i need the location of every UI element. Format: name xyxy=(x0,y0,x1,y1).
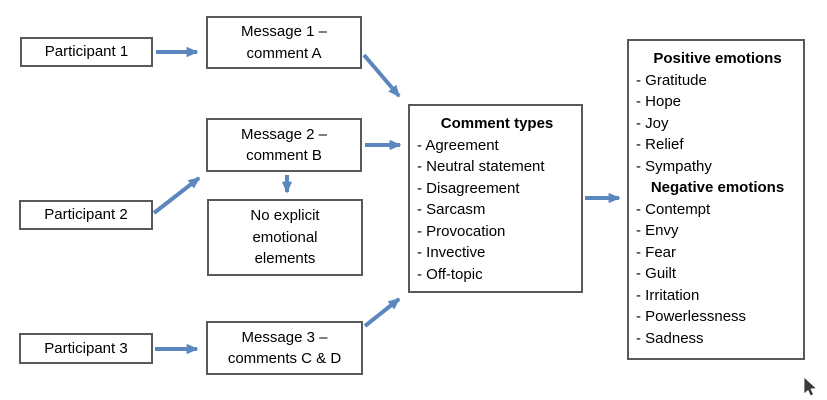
comment-types-box: Comment types - Agreement - Neutral stat… xyxy=(408,104,583,293)
no-emotion-line2: emotional xyxy=(252,228,318,246)
comment-type-item: - Agreement xyxy=(417,136,499,154)
mouse-cursor-icon xyxy=(803,376,818,397)
comment-type-item: - Provocation xyxy=(417,222,506,240)
participant-3-label: Participant 3 xyxy=(44,339,128,357)
positive-emotions-title: Positive emotions xyxy=(653,50,782,67)
comment-types-title: Comment types xyxy=(440,115,554,132)
negative-emotion-item: - Sadness xyxy=(636,329,704,347)
arrow-message3-to-comment-types xyxy=(363,297,401,328)
participant-2-box: Participant 2 xyxy=(19,200,153,230)
comment-type-item: - Off-topic xyxy=(417,265,483,283)
positive-emotion-item: - Joy xyxy=(636,114,669,132)
negative-emotion-item: - Contempt xyxy=(636,200,711,218)
participant-1-box: Participant 1 xyxy=(20,37,153,67)
comment-type-item: - Sarcasm xyxy=(417,201,486,218)
message-3-line2: comments C & D xyxy=(227,350,342,367)
participant-1-label: Participant 1 xyxy=(44,43,129,61)
comment-type-item: - Invective xyxy=(417,244,486,261)
positive-emotion-item: - Gratitude xyxy=(636,71,707,89)
message-1-line1: Message 1 – xyxy=(241,23,327,40)
positive-emotion-item: - Hope xyxy=(636,93,682,110)
negative-emotions-title: Negative emotions xyxy=(650,179,785,196)
negative-emotion-item: - Guilt xyxy=(636,265,677,282)
message-3-box: Message 3 – comments C & D xyxy=(206,321,363,375)
arrow-message1-to-comment-types xyxy=(362,53,401,98)
comment-type-item: - Disagreement xyxy=(417,179,520,197)
emotions-box: Positive emotions - Gratitude - Hope - J… xyxy=(627,39,805,360)
participant-2-label: Participant 2 xyxy=(44,206,128,224)
negative-emotion-item: - Envy xyxy=(636,222,679,239)
positive-emotion-item: - Relief xyxy=(636,136,684,153)
positive-emotion-item: - Sympathy xyxy=(636,157,712,175)
comment-type-item: - Neutral statement xyxy=(417,158,545,175)
negative-emotion-item: - Fear xyxy=(636,243,677,261)
participant-3-box: Participant 3 xyxy=(19,333,153,364)
no-emotion-line3: elements xyxy=(254,250,316,268)
negative-emotion-item: - Powerlessness xyxy=(636,308,747,325)
negative-emotion-item: - Irritation xyxy=(636,286,700,304)
no-emotion-box: No explicit emotional elements xyxy=(207,199,363,276)
message-2-box: Message 2 – comment B xyxy=(206,118,362,172)
arrow-participant2-to-message2 xyxy=(152,176,201,215)
message-2-line1: Message 2 – xyxy=(241,125,327,143)
message-2-line2: comment B xyxy=(246,147,322,164)
no-emotion-line1: No explicit xyxy=(250,207,320,225)
message-3-line1: Message 3 – xyxy=(241,328,328,346)
message-1-box: Message 1 – comment A xyxy=(206,16,362,69)
message-1-line2: comment A xyxy=(246,44,322,62)
